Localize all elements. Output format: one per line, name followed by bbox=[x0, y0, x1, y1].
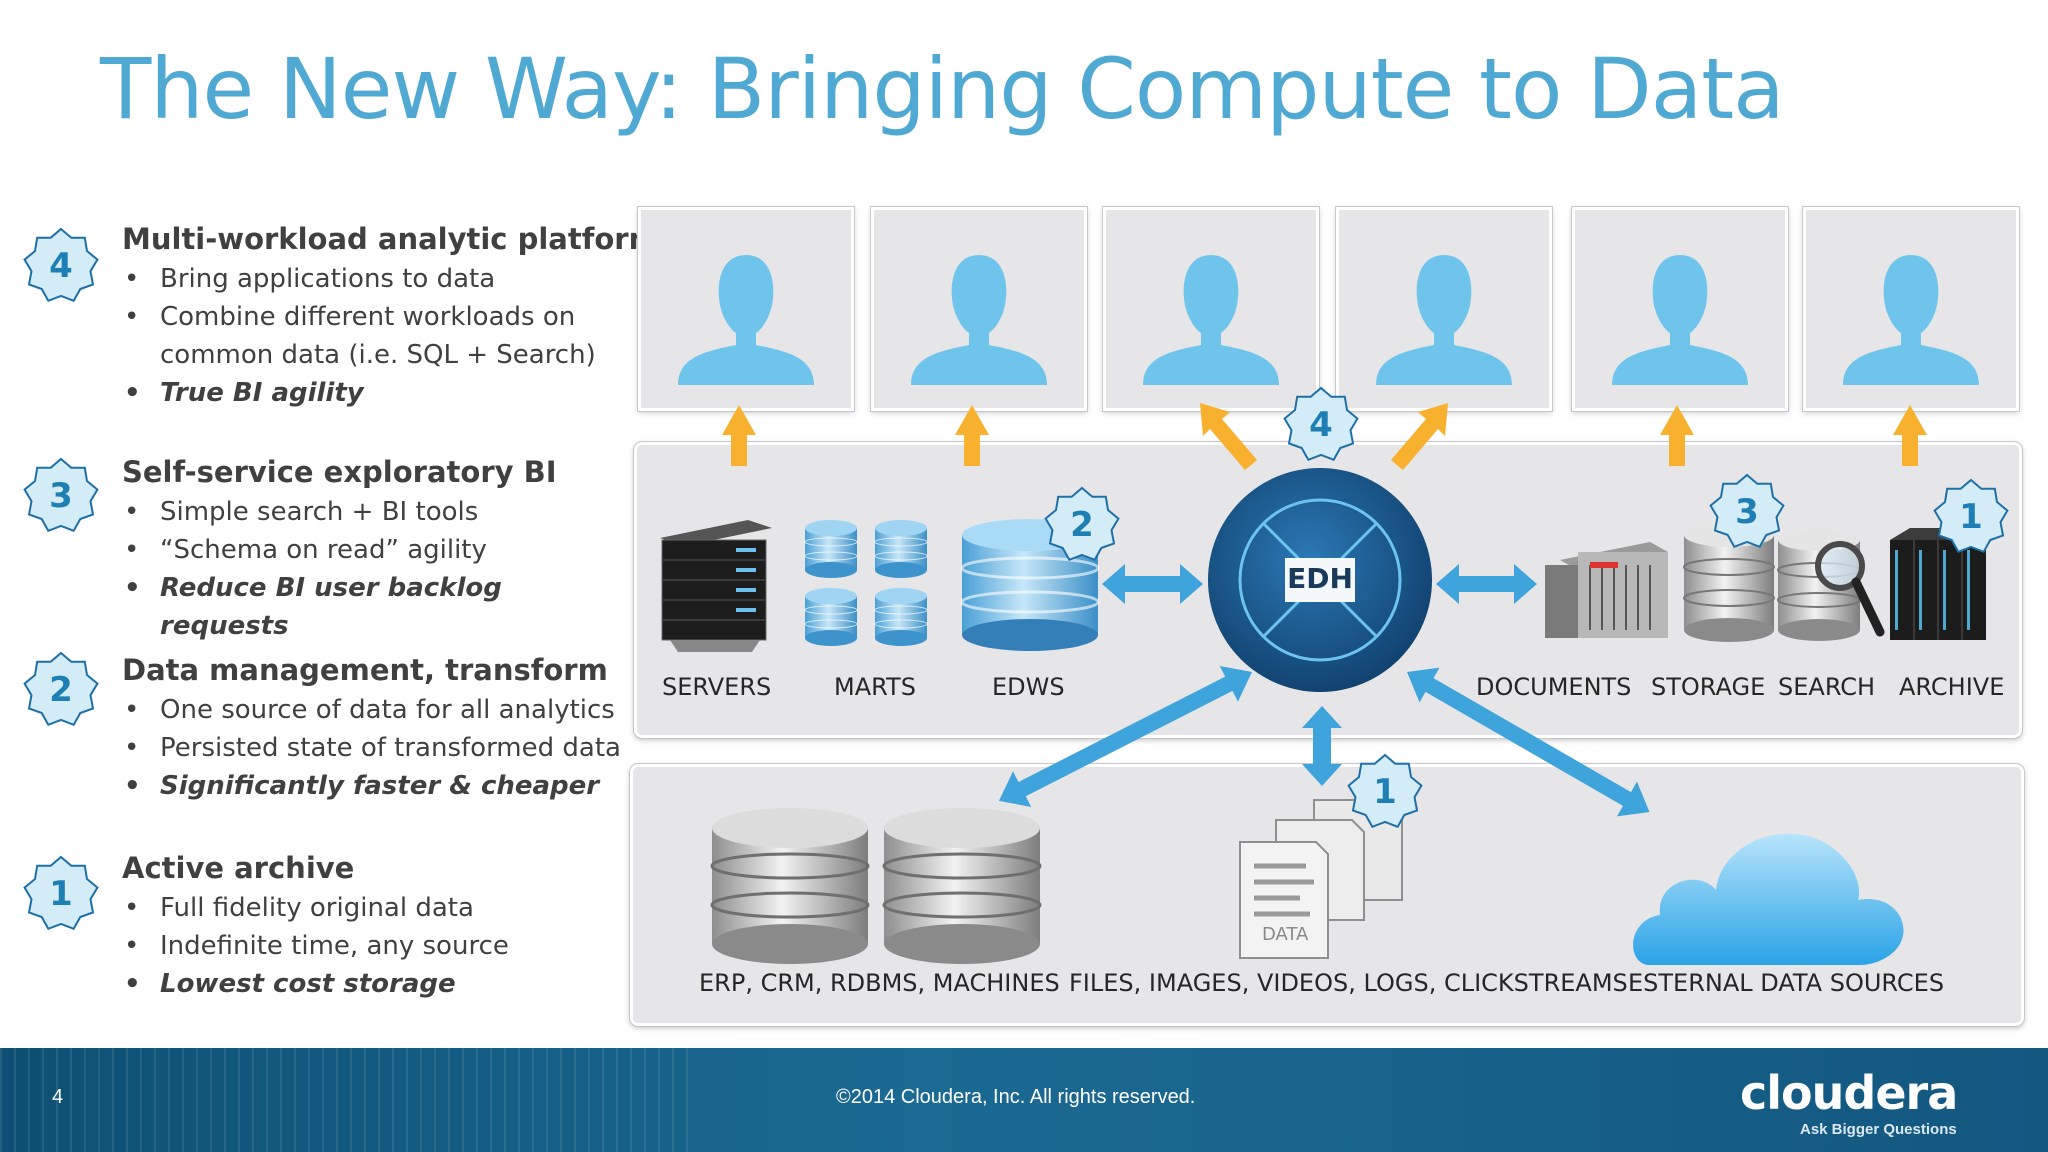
user-icon bbox=[1843, 255, 1979, 385]
section-multi-workload: Multi-workload analytic platform Bring a… bbox=[122, 222, 659, 412]
user-card-2 bbox=[870, 206, 1088, 412]
section-heading: Self-service exploratory BI bbox=[122, 455, 557, 489]
bidirectional-arrow-icon bbox=[998, 665, 1650, 817]
label-servers: SERVERS bbox=[662, 673, 772, 701]
slide-title: The New Way: Bringing Compute to Data bbox=[100, 40, 1785, 138]
bullet: “Schema on read” agility bbox=[122, 531, 622, 569]
user-icon bbox=[678, 255, 814, 385]
user-card-4 bbox=[1335, 206, 1553, 412]
badge-files: 1 bbox=[1345, 752, 1425, 832]
database-icon bbox=[882, 808, 1042, 964]
bullet: Indefinite time, any source bbox=[122, 927, 622, 965]
arrow-diagonal-icon bbox=[1200, 403, 1448, 470]
user-card-5 bbox=[1571, 206, 1789, 412]
bullet: Bring applications to data bbox=[122, 260, 622, 298]
badge-edws: 2 bbox=[1042, 485, 1122, 565]
label-storage: STORAGE bbox=[1651, 673, 1766, 701]
brand-tagline: Ask Bigger Questions bbox=[1800, 1121, 1957, 1138]
section-active-archive: Active archive Full fidelity original da… bbox=[122, 851, 622, 1003]
cloud-icon bbox=[1633, 833, 1904, 965]
step-badge-2: 2 bbox=[21, 650, 101, 730]
server-rack-icon bbox=[660, 520, 772, 652]
bullet: Lowest cost storage bbox=[122, 965, 622, 1003]
section-heading: Data management, transform bbox=[122, 653, 608, 687]
label-edws: EDWS bbox=[992, 673, 1065, 701]
user-icon bbox=[1612, 255, 1748, 385]
section-data-management: Data management, transform One source of… bbox=[122, 653, 622, 805]
badge-storage: 3 bbox=[1707, 472, 1787, 552]
user-icon bbox=[1376, 255, 1512, 385]
edh-hub-icon bbox=[1208, 468, 1432, 692]
badge-archive: 1 bbox=[1931, 477, 2011, 557]
label-archive: ARCHIVE bbox=[1899, 673, 2005, 701]
database-icon bbox=[710, 808, 870, 964]
user-card-3 bbox=[1102, 206, 1320, 412]
search-icon bbox=[1777, 529, 1885, 641]
section-heading: Active archive bbox=[122, 851, 355, 885]
document-server-icon bbox=[1545, 542, 1668, 638]
user-icon bbox=[1143, 255, 1279, 385]
cloudera-logo: cloudera bbox=[1740, 1066, 1958, 1120]
diagram-graphics bbox=[660, 403, 1998, 965]
bullet: Full fidelity original data bbox=[122, 889, 622, 927]
hub-label: EDH bbox=[1287, 562, 1353, 595]
step-badge-3: 3 bbox=[21, 456, 101, 536]
bullet: Persisted state of transformed data bbox=[122, 729, 622, 767]
file-icon-label: DATA bbox=[1262, 924, 1309, 945]
label-search: SEARCH bbox=[1778, 673, 1876, 701]
footer-bar: 4 ©2014 Cloudera, Inc. All rights reserv… bbox=[0, 1048, 2048, 1152]
bullet: Reduce BI user backlog requests bbox=[122, 569, 622, 645]
label-marts: MARTS bbox=[834, 673, 916, 701]
user-icon bbox=[911, 255, 1047, 385]
label-external: ESTERNAL DATA SOURCES bbox=[1628, 969, 1945, 997]
label-documents: DOCUMENTS bbox=[1476, 673, 1632, 701]
step-badge-1: 1 bbox=[21, 854, 101, 934]
page-number: 4 bbox=[52, 1086, 64, 1108]
label-files: FILES, IMAGES, VIDEOS, LOGS, CLICKSTREAM… bbox=[1069, 969, 1628, 997]
bullet: One source of data for all analytics bbox=[122, 691, 622, 729]
data-mart-icon bbox=[804, 520, 928, 646]
bullet: Combine different workloads on common da… bbox=[122, 298, 600, 374]
copyright-text: ©2014 Cloudera, Inc. All rights reserved… bbox=[836, 1086, 1196, 1108]
section-heading: Multi-workload analytic platform bbox=[122, 222, 659, 256]
bullet: Significantly faster & cheaper bbox=[122, 767, 622, 805]
user-card-1 bbox=[637, 206, 855, 412]
label-databases: ERP, CRM, RDBMS, MACHINES bbox=[699, 969, 1060, 997]
badge-hub: 4 bbox=[1281, 385, 1361, 465]
bullet: True BI agility bbox=[122, 374, 622, 412]
bullet: Simple search + BI tools bbox=[122, 493, 622, 531]
data-files-icon bbox=[1239, 799, 1403, 959]
bidirectional-arrow-icon bbox=[1102, 564, 1537, 604]
step-badge-4: 4 bbox=[21, 226, 101, 306]
arrow-up-icon bbox=[722, 405, 1927, 466]
user-card-6 bbox=[1802, 206, 2020, 412]
section-self-service-bi: Self-service exploratory BI Simple searc… bbox=[122, 455, 622, 645]
